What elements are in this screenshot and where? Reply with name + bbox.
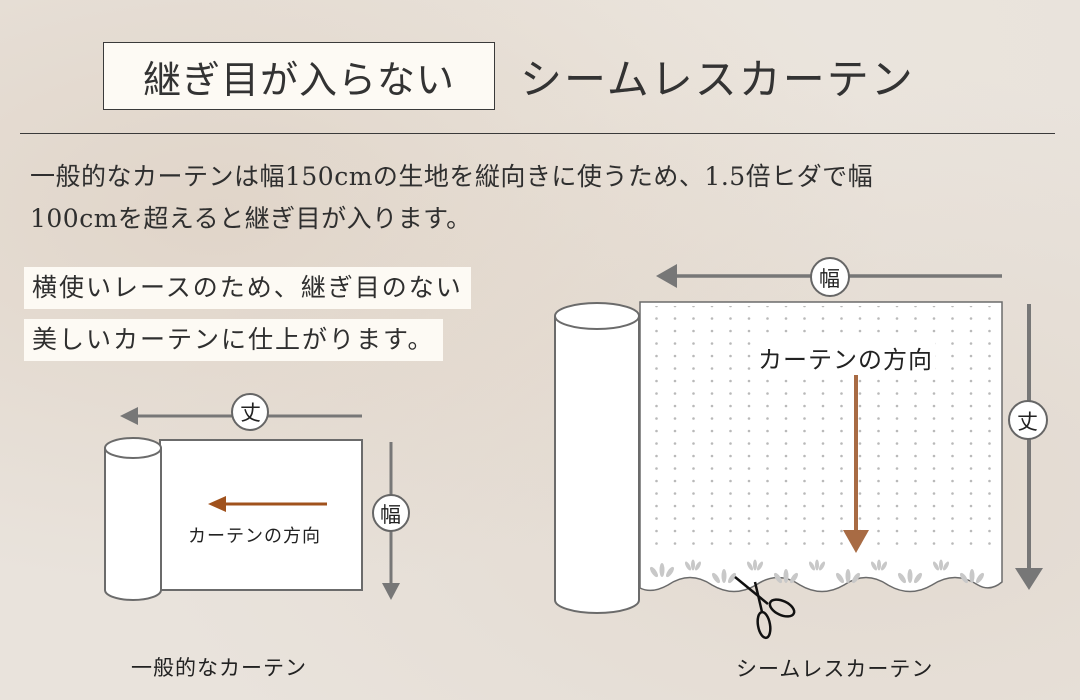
arrow-down-icon	[382, 583, 400, 600]
arrow-down-icon	[1015, 568, 1043, 590]
general-width-badge: 幅	[380, 503, 402, 527]
intro-line-1: 一般的なカーテンは幅150cmの生地を縦向きに使うため、1.5倍ヒダで幅	[30, 162, 874, 191]
scissors-icon	[734, 576, 796, 640]
page-title: シームレスカーテン	[520, 54, 915, 104]
title-tag-box: 継ぎ目が入らない	[103, 42, 495, 110]
note-line-1: 横使いレースのため、継ぎ目のない	[24, 267, 471, 309]
lace-pattern	[649, 559, 985, 584]
seamless-width-badge: 幅	[819, 267, 841, 291]
general-length-badge: 丈	[240, 401, 262, 425]
arrow-left-icon	[656, 264, 677, 288]
title-divider	[20, 133, 1055, 134]
seamless-curtain-diagram	[554, 257, 1048, 640]
note-line-2: 美しいカーテンに仕上がります。	[24, 319, 443, 361]
intro-paragraph: 一般的なカーテンは幅150cmの生地を縦向きに使うため、1.5倍ヒダで幅 100…	[30, 156, 1070, 240]
seamless-length-badge: 丈	[1017, 410, 1039, 434]
arrow-left-icon	[120, 407, 138, 425]
general-curtain-caption: 一般的なカーテン	[131, 656, 307, 680]
seamless-direction-label: カーテンの方向	[756, 340, 935, 375]
general-direction-label: カーテンの方向	[188, 526, 321, 547]
direction-arrow-down-icon	[843, 530, 869, 553]
general-curtain-diagram	[104, 393, 410, 601]
intro-line-2: 100cmを超えると継ぎ目が入ります。	[30, 204, 472, 233]
seamless-curtain-caption: シームレスカーテン	[736, 657, 934, 681]
direction-arrow-left-icon	[208, 496, 226, 512]
title-tag-text: 継ぎ目が入らない	[142, 57, 455, 102]
